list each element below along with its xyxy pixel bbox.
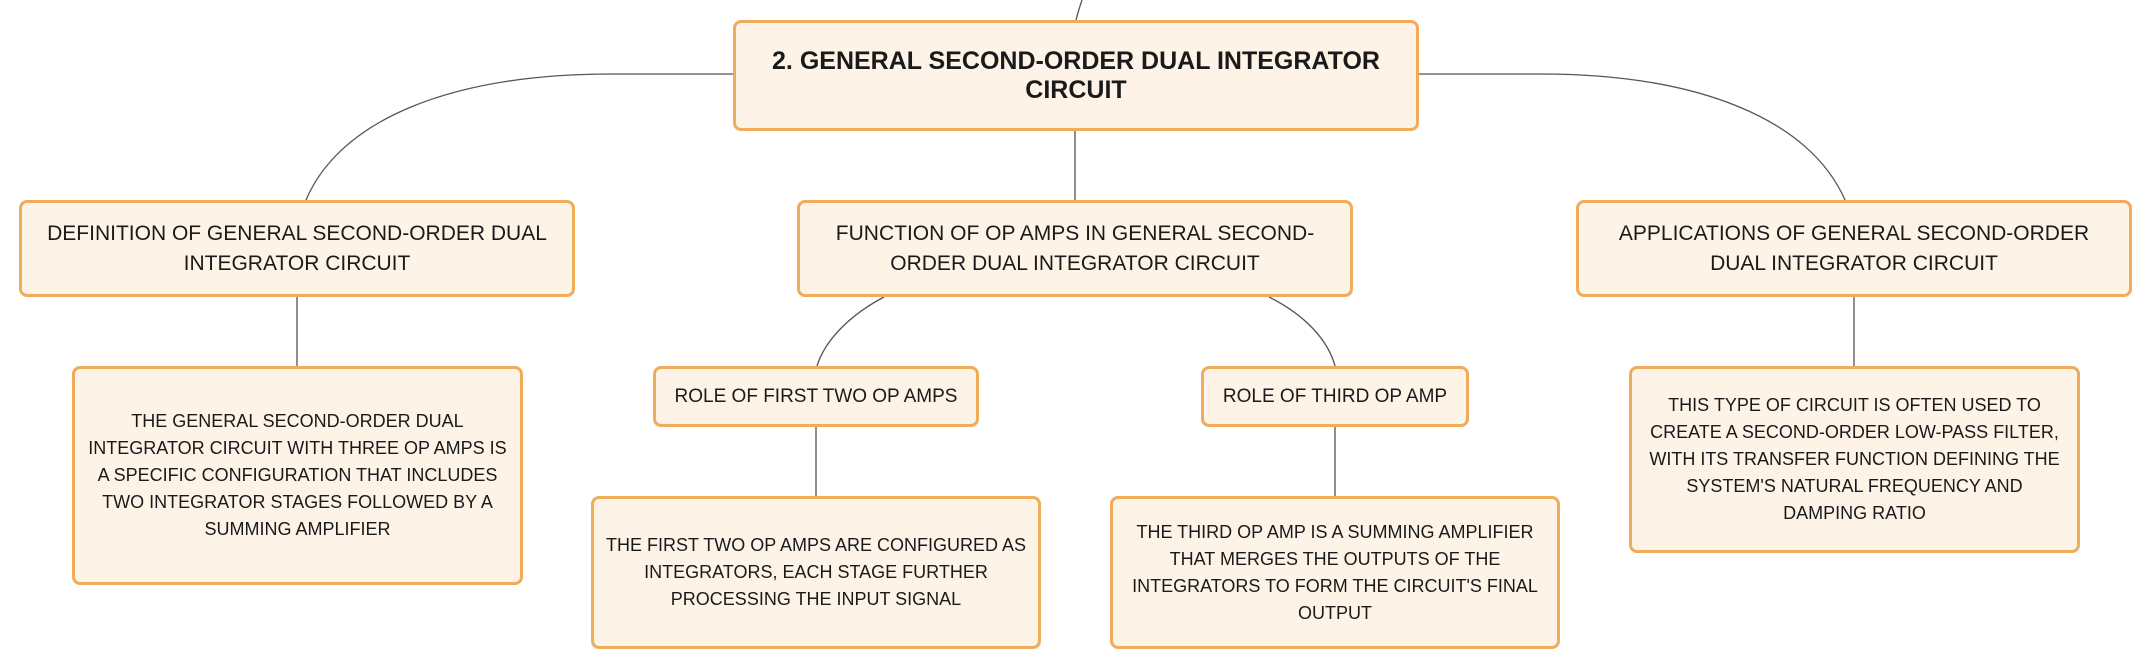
role-third-op-amp-node[interactable]: ROLE OF THIRD OP AMP <box>1201 366 1469 427</box>
definition-detail-text: THE GENERAL SECOND-ORDER DUAL INTEGRATOR… <box>88 411 507 539</box>
root-topic-node[interactable]: 2. GENERAL SECOND-ORDER DUAL INTEGRATOR … <box>733 20 1419 131</box>
function-topic-node[interactable]: FUNCTION OF OP AMPS IN GENERAL SECOND-OR… <box>797 200 1353 297</box>
role-first-two-op-amps-detail-node[interactable]: THE FIRST TWO OP AMPS ARE CONFIGURED AS … <box>591 496 1041 649</box>
role-first-two-op-amps-node[interactable]: ROLE OF FIRST TWO OP AMPS <box>653 366 979 427</box>
connector-function-to-role-third <box>1268 296 1336 367</box>
connector-parent-to-root <box>1075 0 1083 21</box>
definition-detail-node[interactable]: THE GENERAL SECOND-ORDER DUAL INTEGRATOR… <box>72 366 523 585</box>
role-third-op-amp-detail-node[interactable]: THE THIRD OP AMP IS A SUMMING AMPLIFIER … <box>1110 496 1560 649</box>
definition-topic-node[interactable]: DEFINITION OF GENERAL SECOND-ORDER DUAL … <box>19 200 575 297</box>
role-third-op-amp-detail-text: THE THIRD OP AMP IS A SUMMING AMPLIFIER … <box>1132 521 1538 623</box>
definition-topic-label: DEFINITION OF GENERAL SECOND-ORDER DUAL … <box>47 221 547 275</box>
applications-topic-node[interactable]: APPLICATIONS OF GENERAL SECOND-ORDER DUA… <box>1576 200 2132 297</box>
role-first-two-op-amps-detail-text: THE FIRST TWO OP AMPS ARE CONFIGURED AS … <box>605 535 1027 609</box>
applications-detail-node[interactable]: THIS TYPE OF CIRCUIT IS OFTEN USED TO CR… <box>1629 366 2080 553</box>
role-first-two-op-amps-label: ROLE OF FIRST TWO OP AMPS <box>674 385 958 407</box>
root-topic-label: 2. GENERAL SECOND-ORDER DUAL INTEGRATOR … <box>772 46 1380 104</box>
connector-root-to-applications <box>1419 73 1846 201</box>
function-topic-label: FUNCTION OF OP AMPS IN GENERAL SECOND-OR… <box>835 221 1315 275</box>
connector-root-to-definition <box>305 73 733 201</box>
applications-topic-label: APPLICATIONS OF GENERAL SECOND-ORDER DUA… <box>1618 221 2090 275</box>
applications-detail-text: THIS TYPE OF CIRCUIT IS OFTEN USED TO CR… <box>1649 395 2060 523</box>
role-third-op-amp-label: ROLE OF THIRD OP AMP <box>1222 385 1448 407</box>
connector-function-to-role-first-two <box>816 296 885 367</box>
